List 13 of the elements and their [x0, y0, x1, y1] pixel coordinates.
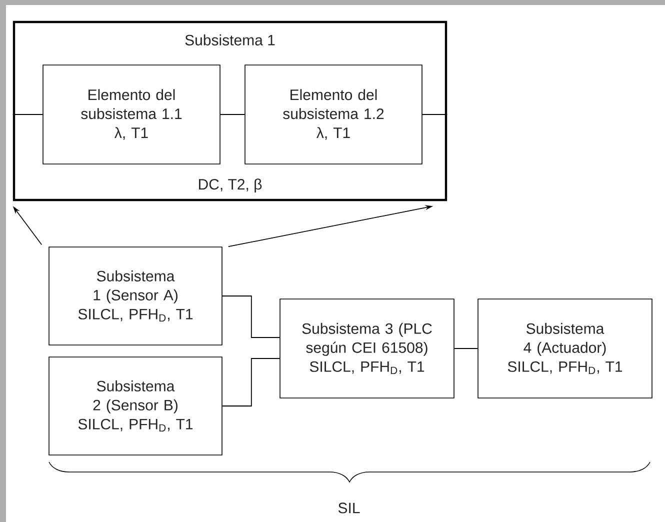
connector-line — [12, 114, 44, 115]
subsystem-box: Subsistema 2 (Sensor B) SILCL, PFH$_{D}$, T1 — [48, 356, 222, 456]
connector-line — [222, 296, 280, 338]
connector-line — [454, 348, 478, 349]
subsystem-box: Subsistema 3 (PLC según CEI 61508) SILCL, PFH$_{D}$, T1 — [280, 298, 454, 398]
connector-line — [222, 358, 280, 406]
element-box: Elemento del subsistema 1.2 λ, T1 — [244, 64, 422, 164]
element-box: Elemento del subsistema 1.1 λ, T1 — [42, 64, 220, 164]
subsystem-box: Subsistema 4 (Actuador) SILCL, PFH$_{D}$, T1 — [478, 298, 652, 398]
connector-line — [220, 114, 246, 115]
connector-line — [422, 114, 448, 115]
brace-label: SIL — [338, 502, 360, 514]
subsystem-box: Subsistema 1 (Sensor A) SILCL, PFH$_{D}$, T1 — [48, 246, 222, 346]
